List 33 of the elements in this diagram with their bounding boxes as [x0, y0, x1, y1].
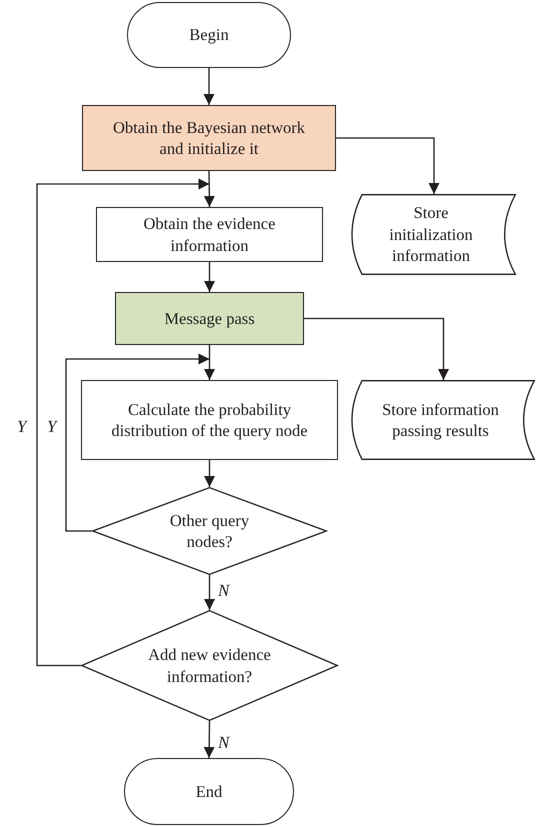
arrow: [36, 178, 210, 666]
process-box: [115, 292, 304, 345]
node-text: Message pass: [164, 308, 255, 330]
node-text: Calculate the probability distribution of the query node: [110, 398, 309, 442]
decision-diamond: [92, 487, 327, 575]
stored-data-shape: [352, 380, 535, 460]
node-text: Store information passing results: [381, 398, 500, 442]
edge-label: Y: [46, 418, 58, 435]
edge-label: Y: [16, 418, 28, 435]
arrow: [204, 721, 215, 758]
node-text: End: [196, 780, 222, 802]
edge-label: N: [217, 582, 230, 599]
process-box: [82, 105, 336, 171]
node-text: Add new evidence information?: [147, 644, 272, 687]
node-text: Begin: [189, 24, 229, 46]
arrow: [204, 171, 215, 207]
arrow: [204, 262, 215, 292]
arrow: [204, 575, 215, 610]
arrow: [336, 137, 440, 194]
node-text: Other query nodes?: [168, 510, 250, 552]
decision-diamond: [81, 610, 338, 721]
arrow: [204, 460, 215, 487]
node-text: Obtain the evidence information: [142, 213, 276, 256]
process-box: [96, 207, 323, 262]
arrow: [65, 354, 210, 532]
node-text: Obtain the Bayesian network and initialize it: [112, 116, 306, 160]
process-box: [81, 380, 338, 460]
node-text: Store initialization information: [388, 202, 474, 267]
edge-label: N: [217, 734, 230, 751]
arrow: [204, 68, 214, 105]
arrow: [304, 318, 449, 380]
stored-data-shape: [352, 194, 516, 275]
arrow: [204, 345, 215, 380]
